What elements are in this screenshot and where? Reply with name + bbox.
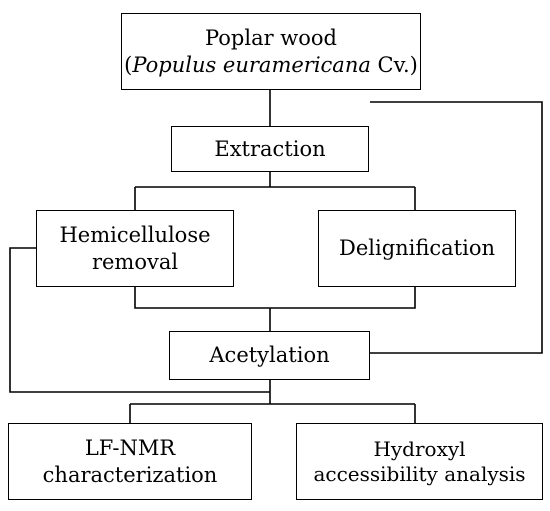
node-hemicellulose-removal: Hemicellulose removal (36, 210, 234, 287)
hemicellulose-line1: Hemicellulose (59, 223, 211, 248)
edge-poplar-acetylation-bypass (370, 101, 543, 354)
poplar-species-italic: Populus euramericana (132, 52, 371, 77)
lfnmr-line2: characterization (42, 462, 218, 487)
hydroxyl-line1: Hydroxyl (373, 436, 466, 461)
delignification-label: Delignification (339, 236, 495, 261)
edge-merge-acetylation (134, 287, 416, 309)
node-poplar-wood: Poplar wood (Populus euramericana Cv.) (121, 13, 421, 90)
hemicellulose-line2: removal (91, 249, 179, 274)
hydroxyl-line2: accessibility analysis (313, 461, 526, 486)
acetylation-label: Acetylation (209, 343, 330, 368)
node-acetylation: Acetylation (169, 331, 370, 380)
poplar-title: Poplar wood (204, 26, 338, 51)
node-extraction: Extraction (171, 126, 369, 172)
lfnmr-line1: LF-NMR (84, 436, 176, 461)
poplar-species: (Populus euramericana Cv.) (124, 52, 418, 77)
edge-hemicellulose-bypass (9, 247, 270, 393)
node-lf-nmr-characterization: LF-NMR characterization (8, 423, 252, 500)
node-delignification: Delignification (318, 210, 516, 287)
extraction-label: Extraction (214, 136, 326, 161)
node-hydroxyl-accessibility-analysis: Hydroxyl accessibility analysis (296, 423, 543, 500)
